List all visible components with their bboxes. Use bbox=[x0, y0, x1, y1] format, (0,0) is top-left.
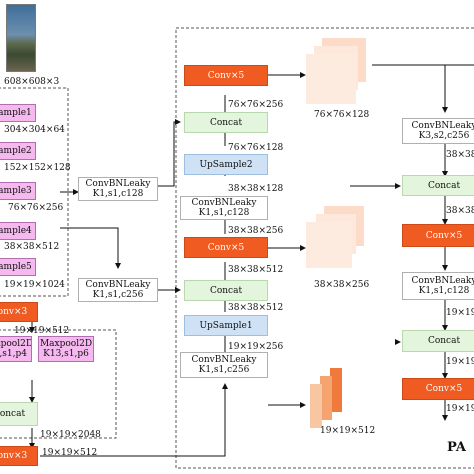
panet-size-38-512: 38×38×512 bbox=[228, 265, 284, 275]
right-cbl-k1-c128: ConvBNLeaky K1,s1,c128 bbox=[402, 272, 474, 300]
backbone-upsample4: Upsample4 bbox=[0, 222, 36, 240]
bridge-cbl-c256: ConvBNLeaky K1,s1,c256 bbox=[78, 278, 158, 302]
panet-concat-top: Concat bbox=[184, 112, 268, 133]
input-image-thumbnail bbox=[6, 4, 36, 72]
input-size-label: 608×608×3 bbox=[4, 77, 60, 87]
feature-map-19-mid bbox=[320, 376, 332, 420]
right-concat-1: Concat bbox=[402, 175, 474, 196]
right-size-38-25: 38×38×25 bbox=[446, 150, 474, 160]
backbone-upsample5: Upsample5 bbox=[0, 258, 36, 276]
backbone-size-304: 304×304×64 bbox=[4, 125, 65, 135]
panet-size-76-128: 76×76×128 bbox=[228, 143, 284, 153]
panet-size-38-256: 38×38×256 bbox=[228, 226, 284, 236]
panet-size-19-256: 19×19×256 bbox=[228, 342, 284, 352]
panet-conv5-mid: Conv×5 bbox=[184, 237, 268, 258]
spp-size-19-2048: 19×19×2048 bbox=[40, 430, 101, 440]
right-size-19-1c: 19×19×1 bbox=[446, 404, 474, 414]
bridge-cbl-c128: ConvBNLeaky K1,s1,c128 bbox=[78, 177, 158, 201]
spp-maxpool-k13: Maxpool2D K13,s1,p6 bbox=[38, 336, 94, 362]
right-conv5-1: Conv×5 bbox=[402, 224, 474, 247]
panet-size-76-256: 76×76×256 bbox=[228, 100, 284, 110]
panet-group-border bbox=[175, 27, 474, 469]
feature-map-19-label: 19×19×512 bbox=[320, 426, 376, 436]
spp-conv3-top: Conv×3 bbox=[0, 302, 38, 322]
spp-concat: Concat bbox=[0, 402, 38, 426]
feature-map-38-front bbox=[306, 222, 352, 268]
backbone-size-38: 38×38×512 bbox=[4, 242, 60, 252]
panet-upsample2: UpSample2 bbox=[184, 154, 268, 175]
panet-title: PA bbox=[447, 440, 466, 455]
spp-group-border bbox=[0, 329, 117, 439]
spp-maxpool-k5: Maxpool2D K5,s1,p4 bbox=[0, 336, 32, 362]
right-size-19-1a: 19×19×1 bbox=[446, 308, 474, 318]
right-size-19-1b: 19×19×1 bbox=[446, 357, 474, 367]
panet-cbl-c128: ConvBNLeaky K1,s1,c128 bbox=[180, 196, 268, 220]
spp-size-19-512: 19×19×512 bbox=[14, 326, 70, 336]
backbone-size-19: 19×19×1024 bbox=[4, 280, 65, 290]
backbone-upsample3: Upsample3 bbox=[0, 182, 36, 200]
feature-map-76-front bbox=[306, 54, 356, 104]
panet-size-38-128: 38×38×128 bbox=[228, 184, 284, 194]
right-size-38-51: 38×38×51 bbox=[446, 206, 474, 216]
feature-map-38-label: 38×38×256 bbox=[314, 280, 370, 290]
spp-size-19-512-out: 19×19×512 bbox=[42, 448, 98, 458]
feature-map-19-front bbox=[310, 384, 322, 428]
spp-conv3-bottom: Conv×3 bbox=[0, 446, 38, 466]
backbone-upsample1: Upsample1 bbox=[0, 104, 36, 122]
backbone-upsample2: Upsample2 bbox=[0, 142, 36, 160]
panet-upsample1: UpSample1 bbox=[184, 315, 268, 336]
panet-cbl-c256: ConvBNLeaky K1,s1,c256 bbox=[180, 352, 268, 378]
right-conv5-2: Conv×5 bbox=[402, 378, 474, 400]
feature-map-19-back bbox=[330, 368, 342, 412]
feature-map-76-label: 76×76×128 bbox=[314, 110, 370, 120]
backbone-group-border bbox=[0, 87, 69, 297]
right-concat-2: Concat bbox=[402, 330, 474, 352]
backbone-size-76: 76×76×256 bbox=[8, 203, 64, 213]
panet-conv5-top: Conv×5 bbox=[184, 65, 268, 86]
panet-concat-mid: Concat bbox=[184, 280, 268, 301]
backbone-size-152: 152×152×128 bbox=[4, 163, 71, 173]
panet-size-38-512-b: 38×38×512 bbox=[228, 303, 284, 313]
right-cbl-k3-c256: ConvBNLeaky K3,s2,c256 bbox=[402, 118, 474, 144]
